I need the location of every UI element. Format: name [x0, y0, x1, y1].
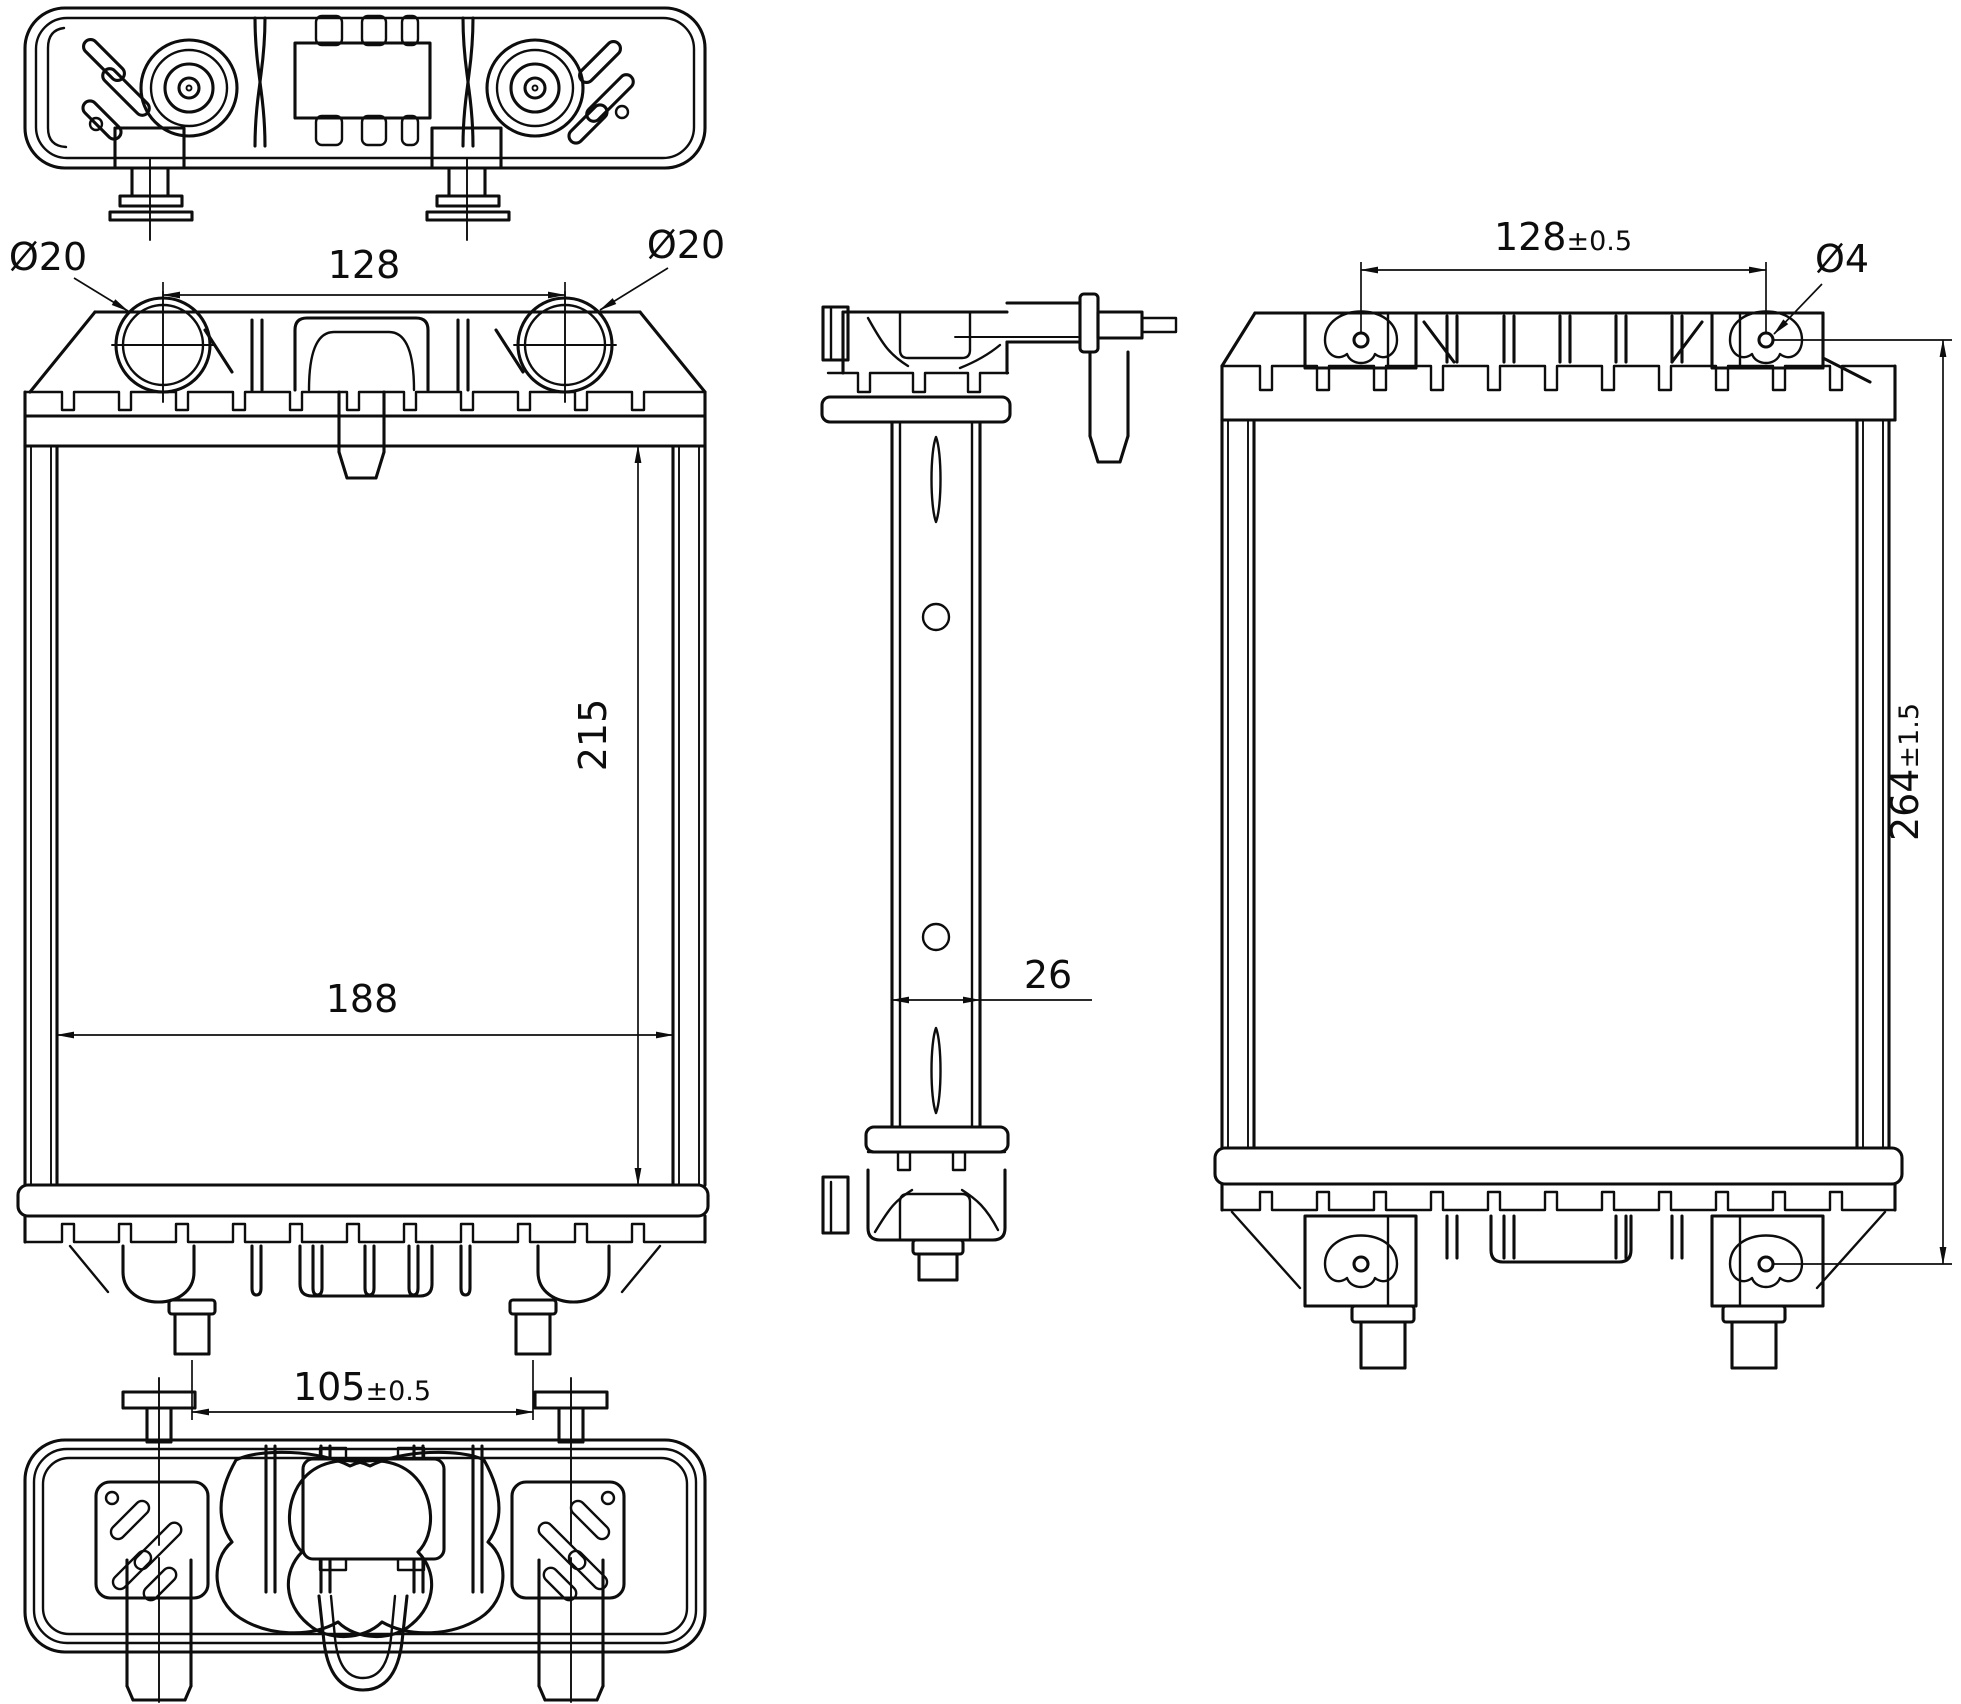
rear-view — [1213, 310, 1904, 1370]
bottom-hatch-left — [94, 1480, 210, 1602]
side-view — [820, 292, 1178, 1282]
rear-stub-left — [1350, 1304, 1416, 1370]
front-bottom-bowl-left — [121, 1244, 196, 1304]
rear-mount-hole-bottom-left — [1352, 1255, 1370, 1273]
dim-side-thickness: 26 — [891, 953, 1092, 1004]
dim-side-thickness-label: 26 — [1024, 953, 1072, 997]
bottom-view-contour-2 — [32, 1447, 698, 1645]
dim-core-height-label: 215 — [571, 699, 615, 772]
rear-grommet-bottom-right — [1728, 1234, 1804, 1289]
rear-grommet-bottom-left — [1323, 1234, 1399, 1289]
front-core — [23, 444, 707, 1187]
dim-stub-spacing-label: 105±0.5 — [293, 1365, 431, 1409]
front-stub-left — [167, 1298, 217, 1356]
front-bottom-recess — [298, 1244, 434, 1298]
rear-mount-box-bottom-left — [1303, 1214, 1418, 1308]
rear-mount-hole-top-left — [1352, 331, 1370, 349]
top-view-outline — [23, 6, 707, 170]
top-divider-right — [461, 16, 475, 148]
rear-bottom-ribs — [1445, 1214, 1684, 1260]
bottom-view-outline — [23, 1438, 707, 1654]
rear-bottom-castellation — [1220, 1190, 1897, 1212]
top-view-left-inner-detail — [46, 26, 68, 149]
dim-core-width-label: 188 — [326, 977, 399, 1021]
dim-core-width: 188 — [56, 977, 674, 1039]
dim-stub-spacing: 105±0.5 — [191, 1360, 534, 1420]
top-port-right — [485, 38, 585, 138]
side-outlet-pipe — [954, 292, 1178, 464]
side-bottom-castellation — [866, 1150, 1007, 1172]
bottom-center-strap — [317, 1594, 409, 1692]
side-top-tank — [820, 305, 1012, 424]
top-mount-pin-right — [425, 126, 511, 241]
rear-top-ribs — [1422, 314, 1704, 364]
bottom-clamp-left — [215, 1450, 434, 1639]
top-hatch-right — [567, 40, 635, 145]
dim-port-diameter-right: Ø20 — [599, 223, 725, 311]
front-center-bracket — [293, 316, 430, 480]
top-view-inner-contour — [34, 16, 696, 160]
rear-top-tank — [1220, 310, 1897, 422]
bottom-ribs — [264, 1444, 484, 1594]
top-mount-pin-left — [108, 126, 194, 241]
bottom-pin-left — [121, 1377, 197, 1546]
front-view — [16, 291, 710, 1356]
rear-top-castellation — [1220, 364, 1897, 392]
front-bottom-bowl-right — [536, 1244, 611, 1304]
dim-overall-height: 264±1.5 — [1773, 339, 1952, 1265]
dim-port-spacing: 128 — [162, 243, 566, 299]
front-stub-right — [508, 1298, 558, 1356]
dimensions: 128 Ø20 Ø20 215 188 105±0.5 26 — [9, 215, 1952, 1420]
side-hole-lower — [921, 922, 951, 952]
bottom-center-bracket — [301, 1446, 446, 1572]
top-center-bracket — [293, 14, 432, 147]
front-bottom-tank — [16, 1183, 710, 1356]
bottom-view — [23, 1377, 707, 1703]
bottom-hatch-right — [510, 1480, 626, 1602]
dim-core-height: 215 — [571, 445, 642, 1186]
dim-mount-hole-spacing-label: 128±0.5 — [1494, 215, 1632, 259]
top-divider-left — [253, 16, 267, 148]
front-top-tank — [23, 310, 707, 480]
side-slot-top — [930, 435, 942, 524]
front-top-castellation — [23, 390, 707, 412]
side-column — [890, 420, 982, 1129]
front-bottom-castellation — [23, 1222, 707, 1244]
top-hatch-left — [81, 38, 151, 141]
rear-mount-hole-bottom-right — [1757, 1255, 1775, 1273]
side-slot-bottom — [930, 1026, 942, 1115]
front-port-right — [513, 291, 617, 403]
rear-core — [1220, 418, 1891, 1150]
side-top-castellation — [826, 371, 1010, 394]
dim-overall-height-label: 264±1.5 — [1883, 703, 1927, 841]
top-port-left — [139, 38, 239, 138]
top-view — [23, 6, 707, 241]
dim-port-diameter-right-label: Ø20 — [647, 223, 725, 267]
front-port-left — [111, 291, 215, 403]
bottom-view-contour-3 — [41, 1456, 689, 1636]
dim-port-diameter-left-label: Ø20 — [9, 235, 87, 279]
side-bottom-stub — [911, 1238, 965, 1282]
rear-bottom-tank — [1213, 1146, 1904, 1370]
bottom-pipe-left — [125, 1557, 193, 1703]
dim-port-diameter-left: Ø20 — [9, 235, 129, 312]
dim-mount-hole-diameter: Ø4 — [1773, 237, 1869, 335]
bottom-pipe-right — [537, 1557, 605, 1703]
rear-bottom-bridge — [1489, 1214, 1633, 1264]
dim-port-spacing-label: 128 — [328, 243, 401, 287]
rear-mount-hole-top-right — [1757, 331, 1775, 349]
dim-mount-hole-spacing: 128±0.5 — [1360, 215, 1767, 334]
side-bottom-tank — [821, 1125, 1010, 1282]
bottom-pin-right — [533, 1377, 609, 1546]
front-top-ribs — [203, 318, 525, 392]
bottom-clamp-right — [286, 1450, 505, 1639]
front-bottom-ribs — [250, 1244, 472, 1297]
rear-stub-right — [1721, 1304, 1787, 1370]
rear-mount-box-bottom-right — [1710, 1214, 1825, 1308]
side-hole-upper — [921, 602, 951, 632]
dim-mount-hole-diameter-label: Ø4 — [1815, 237, 1869, 281]
